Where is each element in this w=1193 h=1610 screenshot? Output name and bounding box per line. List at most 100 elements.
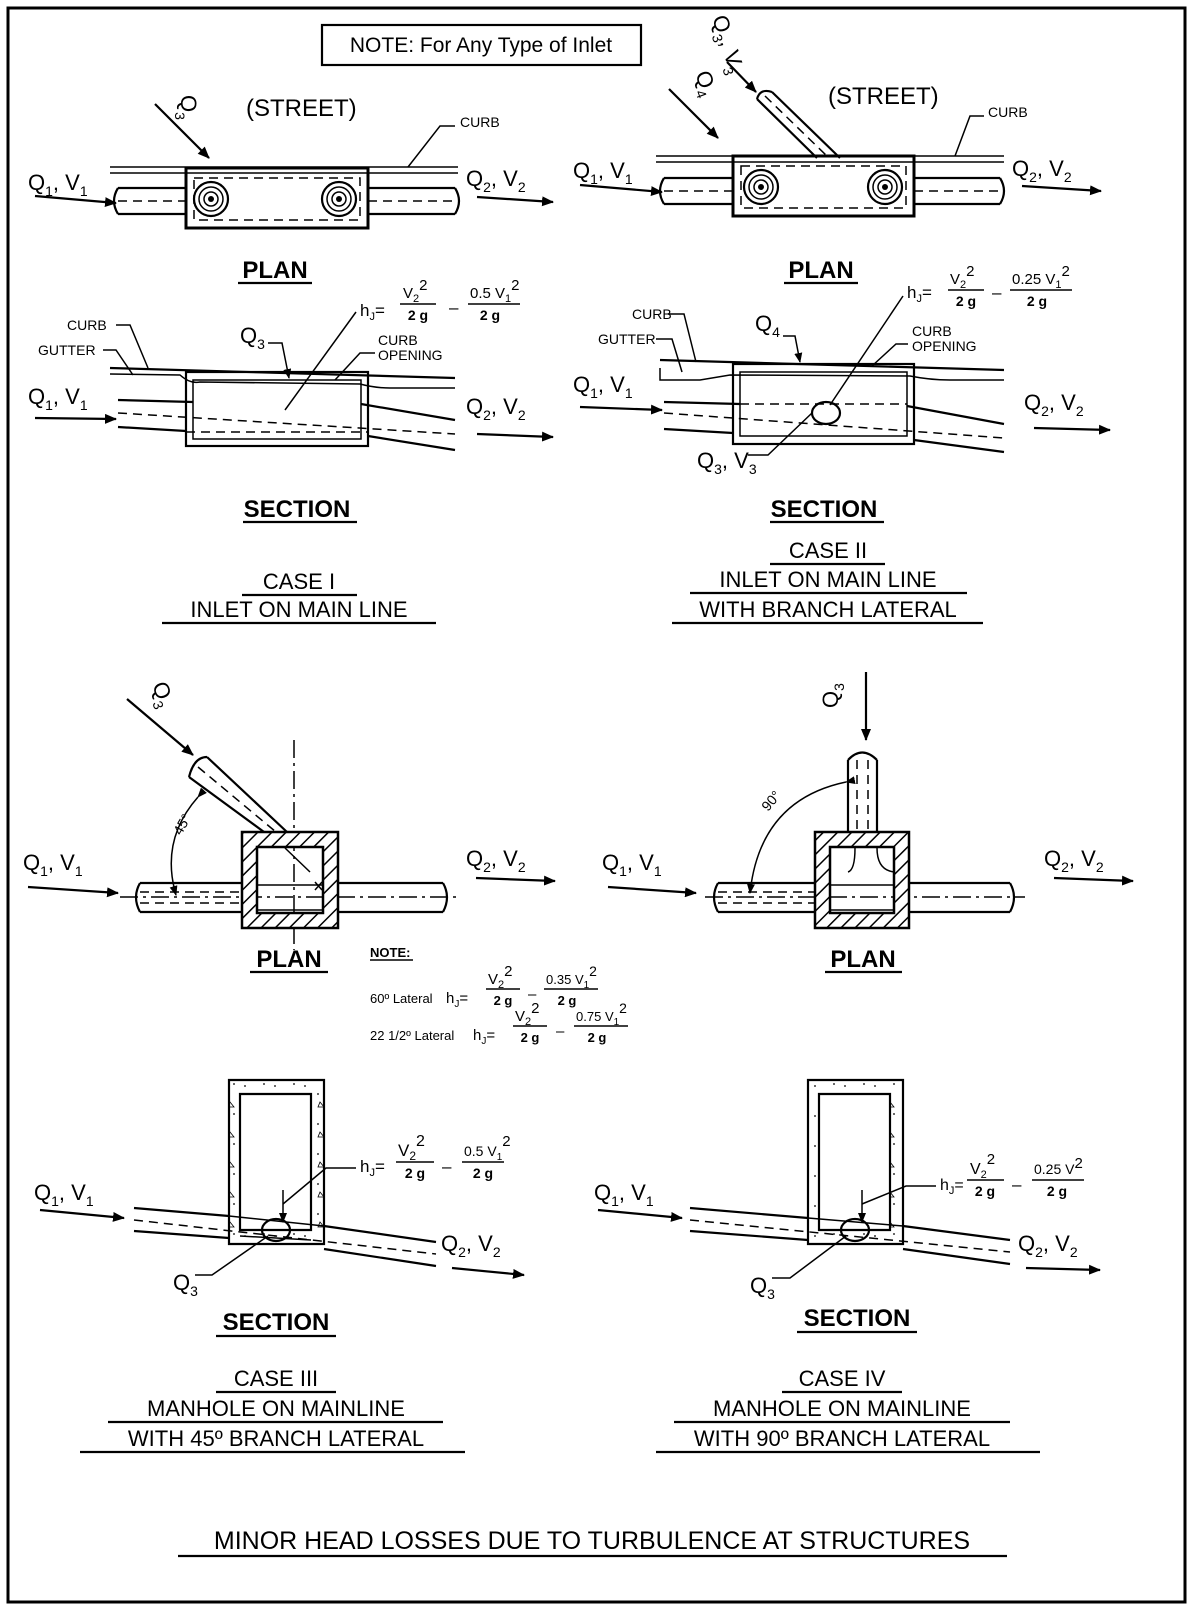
case2-q4-arrow bbox=[668, 88, 719, 139]
lateral-note: NOTE: 60º Lateral hJ= V22 2 g – 0.35 V12… bbox=[370, 945, 628, 1047]
case3-q2v2-label: Q2, V2 bbox=[466, 846, 526, 875]
svg-text:2 g: 2 g bbox=[1047, 1183, 1067, 1199]
case1-grate-left bbox=[192, 180, 230, 218]
svg-text:–: – bbox=[1012, 1175, 1022, 1194]
case1-gutter-label: GUTTER bbox=[38, 342, 96, 358]
case4-q3-label: Q3 bbox=[818, 683, 847, 708]
sheet-border bbox=[6, 6, 1187, 1604]
case2-q1v1-label: Q1, V1 bbox=[573, 158, 633, 187]
case4-section: hJ= V22 2 g – 0.25 V2 2 g Q3 Q1, V1 Q2, … bbox=[594, 1078, 1101, 1334]
case2-curb-opening-1: CURB bbox=[912, 323, 952, 339]
case1-sec-q2v2-label: Q2, V2 bbox=[466, 394, 526, 423]
case2-formula: hJ= V22 2 g – 0.25 V12 2 g bbox=[907, 263, 1072, 309]
lateral-note-row2-label: 22 1/2º Lateral bbox=[370, 1028, 454, 1043]
svg-text:V22: V22 bbox=[950, 263, 974, 291]
svg-text:hJ=: hJ= bbox=[446, 990, 468, 1010]
svg-text:V22: V22 bbox=[403, 277, 427, 305]
case1-curb-label: CURB bbox=[460, 114, 500, 130]
case1-q3-arrow bbox=[154, 103, 210, 159]
case4-caption-line2: MANHOLE ON MAINLINE bbox=[713, 1396, 971, 1421]
case1-section: hJ= V22 2 g – 0.5 V12 2 g CURB GUTTER Q3… bbox=[28, 277, 554, 524]
svg-text:–: – bbox=[442, 1157, 452, 1176]
svg-text:–: – bbox=[992, 283, 1002, 302]
case4-plan-title: PLAN bbox=[830, 946, 895, 973]
case1-formula: hJ= V22 2 g – 0.5 V12 2 g bbox=[360, 277, 520, 323]
svg-text:0.35 V12: 0.35 V12 bbox=[546, 963, 597, 991]
case3-section: hJ= V22 2 g – 0.5 V12 2 g Q3 Q1, V1 Q2, … bbox=[34, 1078, 525, 1338]
case4-q1v1-label: Q1, V1 bbox=[602, 850, 662, 879]
svg-text:0.25 V12: 0.25 V12 bbox=[1012, 263, 1070, 291]
case4-sec-q3-label: Q3 bbox=[750, 1273, 775, 1302]
case3-manhole-section bbox=[227, 1078, 326, 1246]
svg-text:2 g: 2 g bbox=[956, 293, 976, 309]
case2-inlet-box bbox=[731, 154, 916, 218]
case3-plan: 45° Q3 Q1, V1 Q2, V2 PLAN bbox=[23, 678, 556, 974]
svg-text:2 g: 2 g bbox=[975, 1183, 995, 1199]
svg-text:V22: V22 bbox=[515, 1000, 539, 1028]
case4-caption: CASE IV MANHOLE ON MAINLINE WITH 90º BRA… bbox=[656, 1366, 1040, 1454]
svg-text:Q3: Q3 bbox=[172, 95, 201, 120]
case4-caption-line1: CASE IV bbox=[799, 1366, 886, 1391]
footer-title: MINOR HEAD LOSSES DUE TO TURBULENCE AT S… bbox=[214, 1527, 970, 1555]
case3-plan-title: PLAN bbox=[256, 946, 321, 973]
case3-manhole-walls bbox=[240, 830, 340, 930]
case2-gutter-label: GUTTER bbox=[598, 331, 656, 347]
top-note-text: NOTE: For Any Type of Inlet bbox=[350, 34, 612, 57]
case1-curb-sec-label: CURB bbox=[67, 317, 107, 333]
case1-curb-opening-2: OPENING bbox=[378, 347, 443, 363]
case3-lateral-opening bbox=[260, 1217, 292, 1243]
case1-q3-label: Q3 bbox=[172, 95, 201, 120]
svg-text:0.75 V12: 0.75 V12 bbox=[576, 1000, 627, 1028]
case1-street-label: (STREET) bbox=[246, 95, 357, 122]
case4-manhole-walls bbox=[813, 830, 911, 930]
case2-grate-right bbox=[866, 168, 904, 206]
case3-caption-line1: CASE III bbox=[234, 1366, 318, 1391]
svg-text:2 g: 2 g bbox=[405, 1165, 425, 1181]
case3-section-title: SECTION bbox=[223, 1309, 330, 1336]
case1-grate-right bbox=[320, 180, 358, 218]
case1-caption: CASE I INLET ON MAIN LINE bbox=[162, 569, 436, 625]
case4-angle-label: 90° bbox=[758, 787, 784, 814]
case1-caption-line2: INLET ON MAIN LINE bbox=[190, 597, 407, 622]
svg-text:V22: V22 bbox=[398, 1133, 425, 1163]
case2-sec-q1v1-label: Q1, V1 bbox=[573, 372, 633, 401]
case2-sec-q2v2-label: Q2, V2 bbox=[1024, 390, 1084, 419]
case2-section-title: SECTION bbox=[771, 496, 878, 523]
case1-curb-opening-1: CURB bbox=[378, 332, 418, 348]
case2-grate-left bbox=[742, 168, 780, 206]
case2-caption-line1: CASE II bbox=[789, 538, 867, 563]
case2-caption-line3: WITH BRANCH LATERAL bbox=[699, 597, 957, 622]
case2-street-label: (STREET) bbox=[828, 83, 939, 110]
top-note-box bbox=[320, 23, 643, 67]
svg-text:2 g: 2 g bbox=[558, 993, 577, 1008]
svg-text:V22: V22 bbox=[970, 1151, 995, 1181]
case2-sec-q3v3-label: Q3, V3 bbox=[697, 448, 757, 477]
case2-inflow-arrow bbox=[579, 183, 663, 197]
case2-caption: CASE II INLET ON MAIN LINE WITH BRANCH L… bbox=[672, 538, 983, 625]
svg-text:0.5 V12: 0.5 V12 bbox=[464, 1133, 511, 1163]
lateral-note-title: NOTE: bbox=[370, 945, 410, 960]
case1-inflow-arrow bbox=[34, 194, 117, 208]
svg-text:V22: V22 bbox=[488, 963, 512, 991]
svg-text:2 g: 2 g bbox=[408, 307, 428, 323]
case4-formula: hJ= V22 2 g – 0.25 V2 2 g bbox=[940, 1151, 1084, 1199]
case1-section-box bbox=[184, 370, 370, 448]
svg-text:hJ=: hJ= bbox=[360, 1157, 385, 1179]
case3-sec-q3-label: Q3 bbox=[173, 1270, 198, 1299]
svg-text:0.25 V2: 0.25 V2 bbox=[1034, 1155, 1083, 1177]
case4-sec-q2v2-label: Q2, V2 bbox=[1018, 1231, 1078, 1260]
case3-caption-line3: WITH 45º BRANCH LATERAL bbox=[128, 1426, 424, 1451]
svg-text:–: – bbox=[449, 298, 459, 317]
case4-section-title: SECTION bbox=[804, 1305, 911, 1332]
case2-q2v2-label: Q2, V2 bbox=[1012, 156, 1072, 185]
svg-text:hJ=: hJ= bbox=[360, 301, 385, 323]
case2-plan: (STREET) CURB Q4 Q3, V3 bbox=[573, 12, 1102, 285]
case2-section: hJ= V22 2 g – 0.25 V12 2 g CURB GUTTER Q… bbox=[573, 263, 1111, 524]
svg-text:Q4: Q4 bbox=[687, 67, 723, 101]
case4-plan: 90° Q3 Q1, V1 Q2, V2 PLAN bbox=[602, 672, 1134, 974]
case1-inlet-box bbox=[184, 166, 370, 230]
case3-sec-q1v1-label: Q1, V1 bbox=[34, 1180, 94, 1209]
case1-section-title: SECTION bbox=[244, 496, 351, 523]
